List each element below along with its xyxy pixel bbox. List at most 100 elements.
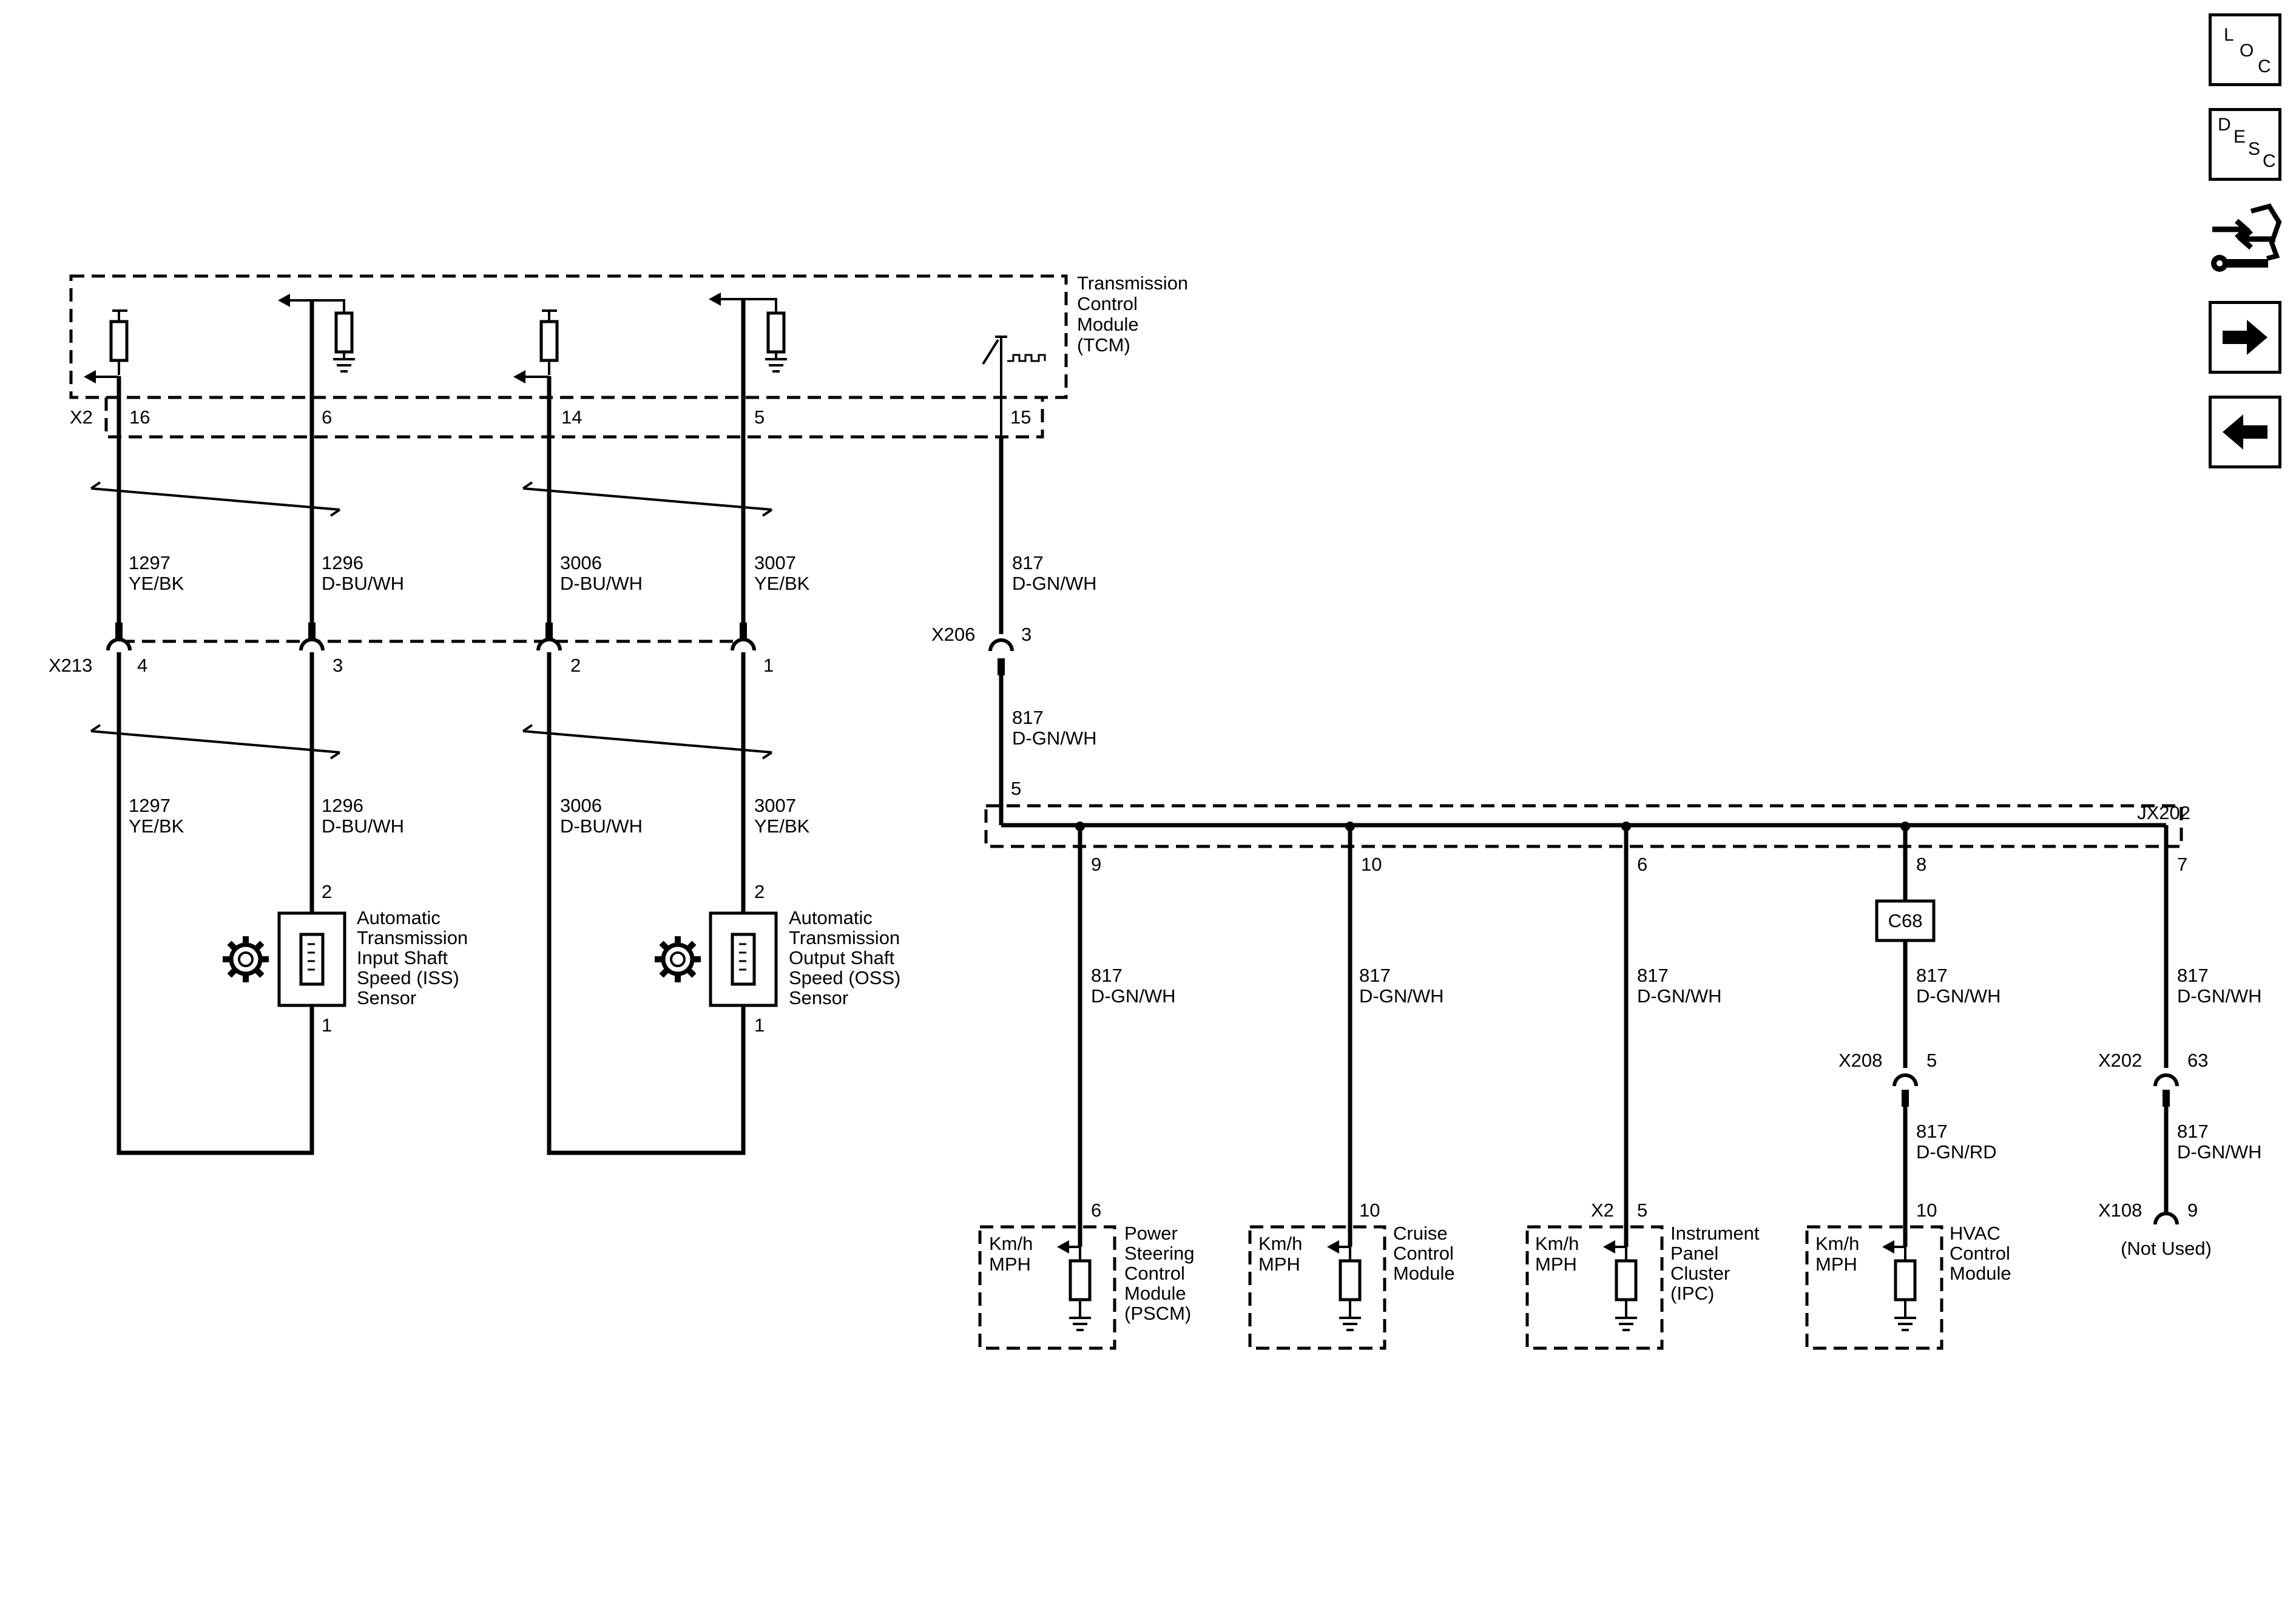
wire-817-num-tcm: 817 bbox=[1012, 552, 1044, 573]
pscm-mph: MPH bbox=[989, 1254, 1031, 1275]
hvac-mph: MPH bbox=[1815, 1254, 1857, 1275]
cruise-name-3: Module bbox=[1393, 1263, 1455, 1284]
oss-name-4: Speed (OSS) bbox=[789, 967, 900, 988]
loc-letter-l: L bbox=[2224, 25, 2234, 45]
tcm-pin-14: 14 bbox=[561, 407, 582, 428]
connector-tool-button[interactable] bbox=[2209, 200, 2282, 273]
oss-gear-icon bbox=[655, 936, 701, 982]
wire-817-num-pscm: 817 bbox=[1091, 965, 1123, 986]
jx202-pin-6: 6 bbox=[1637, 854, 1647, 875]
pscm-name-1: Power bbox=[1124, 1223, 1178, 1244]
input-shaft-speed-circuits: 1297 YE/BK 1296 D-BU/WH 3006 D-BU/WH 300… bbox=[49, 299, 810, 1155]
ipc-connector: X2 bbox=[1591, 1200, 1614, 1221]
iss-name-5: Sensor bbox=[357, 987, 416, 1008]
wire-817-num-x206: 817 bbox=[1012, 707, 1044, 728]
wire-1297-color-lower: YE/BK bbox=[129, 815, 184, 837]
arrow-left-icon bbox=[2223, 414, 2267, 450]
ipc-name-1: Instrument bbox=[1670, 1223, 1760, 1244]
x213-pin-2: 2 bbox=[570, 655, 581, 676]
desc-button[interactable]: D E S C bbox=[2209, 108, 2281, 181]
cruise-name-1: Cruise bbox=[1393, 1223, 1448, 1244]
oss-pin-bottom: 1 bbox=[754, 1014, 765, 1036]
wire-817-color-tcm: D-GN/WH bbox=[1012, 573, 1096, 594]
c68-label: C68 bbox=[1888, 910, 1923, 931]
loc-button[interactable]: L O C bbox=[2209, 13, 2281, 86]
wire-817-num-hvac: 817 bbox=[1916, 965, 1948, 986]
wire-817-color-ipc: D-GN/WH bbox=[1637, 985, 1721, 1007]
wire-817-color-cruise: D-GN/WH bbox=[1359, 985, 1443, 1007]
wiring-diagram: Transmission Control Module (TCM) X2 16 … bbox=[49, 272, 2261, 1350]
wire-1296-color: D-BU/WH bbox=[322, 573, 404, 594]
oss-name-3: Output Shaft bbox=[789, 947, 894, 968]
oss-pin-top: 2 bbox=[754, 881, 765, 902]
tcm-name-4: (TCM) bbox=[1077, 334, 1130, 356]
x108-pin: 9 bbox=[2187, 1200, 2198, 1221]
wire-817-num-cruise: 817 bbox=[1359, 965, 1391, 986]
wire-817-num-ipc: 817 bbox=[1637, 965, 1669, 986]
x108-not-used: (Not Used) bbox=[2121, 1238, 2212, 1259]
tcm-name-3: Module bbox=[1077, 314, 1139, 335]
x208-pin: 5 bbox=[1926, 1050, 1937, 1071]
wire-817-num-x208: 817 bbox=[1916, 1121, 1948, 1142]
jx202-label: JX202 bbox=[2137, 802, 2190, 823]
previous-page-button[interactable] bbox=[2209, 396, 2281, 468]
tcm-connector-label: X2 bbox=[70, 407, 93, 428]
wire-817-color-x202: D-GN/WH bbox=[2177, 985, 2261, 1007]
iss-gear-icon bbox=[223, 936, 269, 982]
wire-3007-color: YE/BK bbox=[754, 573, 810, 594]
ipc-mph: MPH bbox=[1535, 1254, 1577, 1275]
oss-name-5: Sensor bbox=[789, 987, 848, 1008]
hvac-control-module: 10 Km/h MPH HVAC Control Module bbox=[1805, 1200, 2011, 1350]
wire-3006-num: 3006 bbox=[560, 552, 602, 573]
c68-box bbox=[1875, 899, 1936, 942]
tcm-pin-15: 15 bbox=[1010, 407, 1031, 428]
pscm-name-5: (PSCM) bbox=[1124, 1303, 1191, 1324]
jx202-pin-in: 5 bbox=[1011, 778, 1021, 799]
wire-1297-color: YE/BK bbox=[129, 573, 184, 594]
loc-letter-o: O bbox=[2240, 41, 2254, 61]
next-page-button[interactable] bbox=[2209, 301, 2281, 374]
wire-1297-num-lower: 1297 bbox=[129, 795, 171, 816]
cruise-mph: MPH bbox=[1258, 1254, 1300, 1275]
wire-3006-color-lower: D-BU/WH bbox=[560, 815, 643, 837]
x213-pin-3: 3 bbox=[333, 655, 343, 676]
hvac-name-2: Control bbox=[1950, 1243, 2010, 1264]
ipc-name-2: Panel bbox=[1670, 1243, 1718, 1264]
tcm-name-1: Transmission bbox=[1077, 272, 1188, 294]
vehicle-speed-output-circuit: 817 D-GN/WH X206 3 817 D-GN/WH 5 JX202 9… bbox=[931, 437, 2261, 1259]
wire-3006-num-lower: 3006 bbox=[560, 795, 602, 816]
hvac-kmh: Km/h bbox=[1815, 1233, 1859, 1254]
x202-pin: 63 bbox=[2187, 1050, 2208, 1071]
wire-1296-num-lower: 1296 bbox=[322, 795, 363, 816]
ipc-kmh: Km/h bbox=[1535, 1233, 1579, 1254]
x213-label: X213 bbox=[49, 655, 92, 676]
cruise-name-2: Control bbox=[1393, 1243, 1454, 1264]
oss-name-2: Transmission bbox=[789, 927, 900, 948]
iss-sensor: 2 1 Automatic Transmission Input Shaft S… bbox=[223, 881, 468, 1036]
x108-label: X108 bbox=[2098, 1200, 2142, 1221]
pscm-kmh: Km/h bbox=[989, 1233, 1033, 1254]
hvac-name-3: Module bbox=[1950, 1263, 2011, 1284]
tcm-pin-6: 6 bbox=[322, 407, 332, 428]
cruise-pin: 10 bbox=[1359, 1200, 1380, 1221]
iss-pin-bottom: 1 bbox=[322, 1014, 332, 1036]
pscm-name-2: Steering bbox=[1124, 1243, 1194, 1264]
tcm-pin-16: 16 bbox=[129, 407, 150, 428]
pscm-pin: 6 bbox=[1091, 1200, 1101, 1221]
wire-817-color-hvac: D-GN/WH bbox=[1916, 985, 2001, 1007]
instrument-panel-cluster: X2 5 Km/h MPH Instrument Panel Cluster (… bbox=[1525, 1200, 1760, 1350]
wire-817-color-pscm: D-GN/WH bbox=[1091, 985, 1175, 1007]
x208-label: X208 bbox=[1838, 1050, 1882, 1071]
x202-label: X202 bbox=[2098, 1050, 2142, 1071]
tcm-pin-5: 5 bbox=[754, 407, 765, 428]
desc-letter-d: D bbox=[2218, 115, 2231, 135]
wire-1296-color-lower: D-BU/WH bbox=[322, 815, 404, 837]
wire-817-color-x208: D-GN/RD bbox=[1916, 1141, 1997, 1163]
tcm-connector-outline bbox=[104, 397, 1044, 439]
x206-pin: 3 bbox=[1021, 624, 1032, 645]
desc-letter-e: E bbox=[2234, 127, 2246, 147]
jx202-pin-10: 10 bbox=[1361, 854, 1382, 875]
iss-name-4: Speed (ISS) bbox=[357, 967, 459, 988]
ipc-name-3: Cluster bbox=[1670, 1263, 1730, 1284]
x213-pin-1: 1 bbox=[763, 655, 774, 676]
